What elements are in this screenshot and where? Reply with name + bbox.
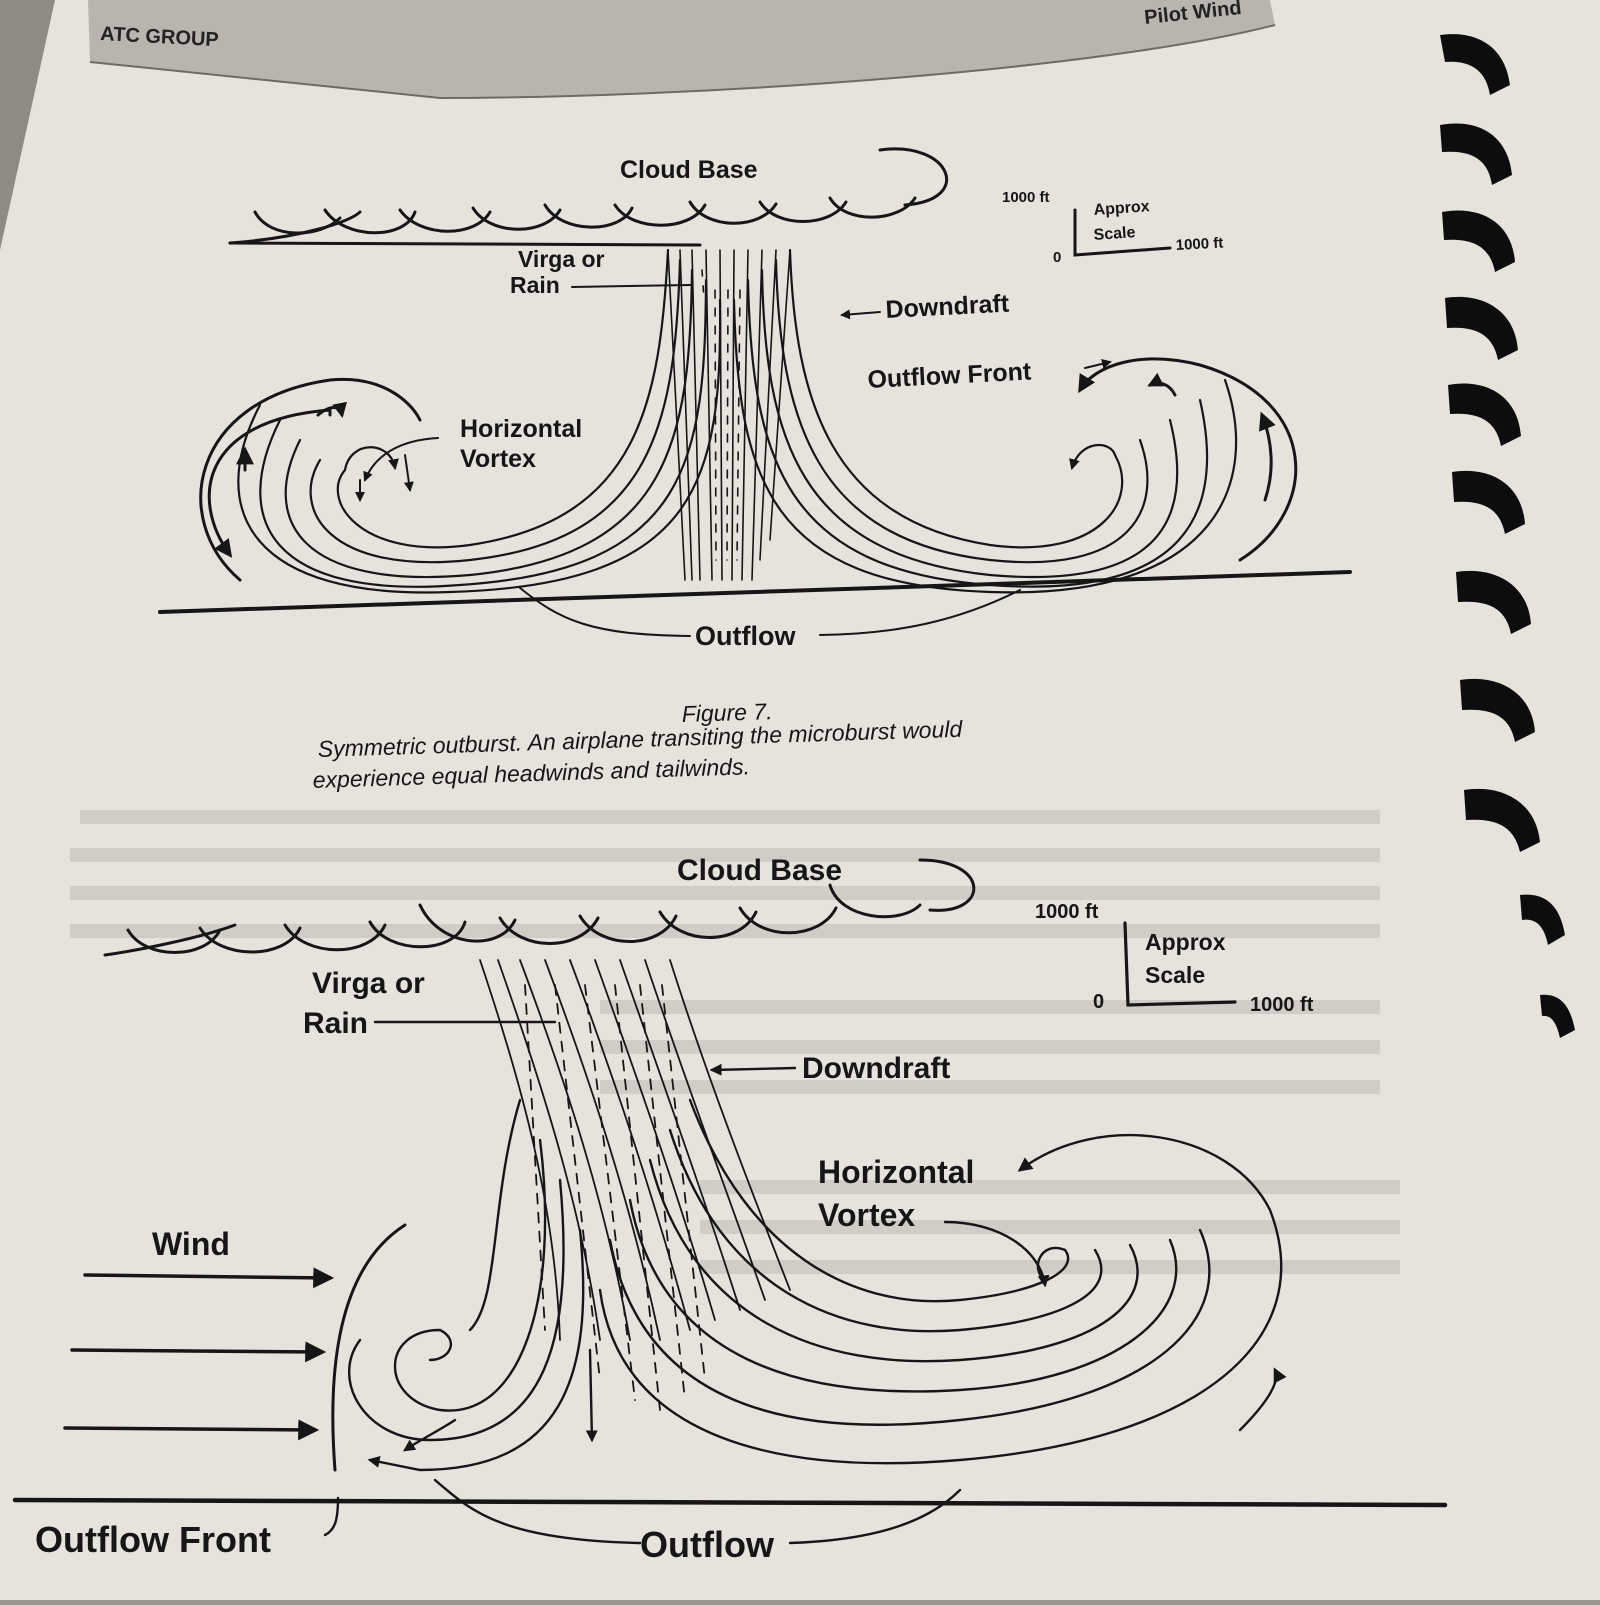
bleed-through bbox=[70, 810, 1400, 1274]
fig2-scale-horizontal: 1000 ft bbox=[1250, 994, 1314, 1016]
ground-line-1 bbox=[158, 570, 1352, 614]
fig2-vortex-label-line1: Horizontal bbox=[818, 1154, 974, 1190]
fig1-scale-vertical: 1000 ft bbox=[1002, 189, 1050, 206]
left-outflow-lines-1 bbox=[237, 248, 722, 594]
fig2-scale-scale: Scale bbox=[1145, 962, 1205, 988]
fig1-scale-scale: Scale bbox=[1093, 224, 1136, 244]
fig2-vortex-label-line2: Vortex bbox=[818, 1197, 915, 1233]
wind-arrows bbox=[63, 1267, 335, 1441]
downdraft-shaft-2 bbox=[479, 959, 791, 1411]
cloud-base-outline-1 bbox=[228, 147, 949, 247]
figure-7-diagram bbox=[158, 147, 1352, 637]
ground-line-2 bbox=[12, 1497, 1448, 1508]
fig1-virga-label-line2: Rain bbox=[510, 272, 560, 298]
spiral-binding bbox=[1440, 34, 1575, 1038]
fig2-outflow-label: Outflow bbox=[640, 1524, 775, 1565]
wind-arrow-1 bbox=[83, 1267, 335, 1289]
fig1-outflow-label: Outflow bbox=[695, 621, 796, 651]
asymmetric-microburst-diagram bbox=[12, 858, 1448, 1545]
left-outflow-lines-2 bbox=[331, 1098, 598, 1472]
fig2-scale-approx: Approx bbox=[1145, 929, 1226, 955]
fig2-virga-label-line2: Rain bbox=[303, 1007, 368, 1040]
fig2-cloud-base-label: Cloud Base bbox=[677, 854, 842, 887]
fig1-downdraft-label: Downdraft bbox=[885, 290, 1011, 324]
wind-arrow-2 bbox=[70, 1341, 327, 1363]
fig1-scale-zero: 0 bbox=[1053, 249, 1061, 266]
fig2-scale-zero: 0 bbox=[1093, 991, 1104, 1013]
cloud-base-outline-2 bbox=[103, 858, 976, 957]
figure-number-caption: Figure 7. bbox=[681, 698, 773, 727]
fig2-virga-label-line1: Virga or bbox=[312, 967, 425, 1000]
fig1-vortex-label-line2: Vortex bbox=[460, 445, 536, 473]
fig2-scale-vertical: 1000 ft bbox=[1035, 901, 1099, 923]
approx-scale-1 bbox=[1073, 208, 1172, 257]
fig2-downdraft-label: Downdraft bbox=[802, 1052, 950, 1085]
approx-scale-2 bbox=[1123, 921, 1237, 1007]
fig1-vortex-label-line1: Horizontal bbox=[460, 415, 582, 443]
wind-arrow-3 bbox=[63, 1419, 320, 1441]
fig2-outflow-front-label: Outflow Front bbox=[35, 1519, 271, 1560]
fig2-wind-label: Wind bbox=[152, 1226, 230, 1262]
fig1-virga-label-line1: Virga or bbox=[518, 246, 605, 272]
fig1-scale-horizontal: 1000 ft bbox=[1175, 235, 1223, 254]
fig1-scale-approx: Approx bbox=[1093, 198, 1150, 219]
downdraft-shaft-1 bbox=[667, 249, 791, 581]
header-band bbox=[88, 0, 1275, 98]
fig1-cloud-base-label: Cloud Base bbox=[620, 156, 758, 184]
right-outflow-lines-2 bbox=[598, 1098, 1287, 1465]
